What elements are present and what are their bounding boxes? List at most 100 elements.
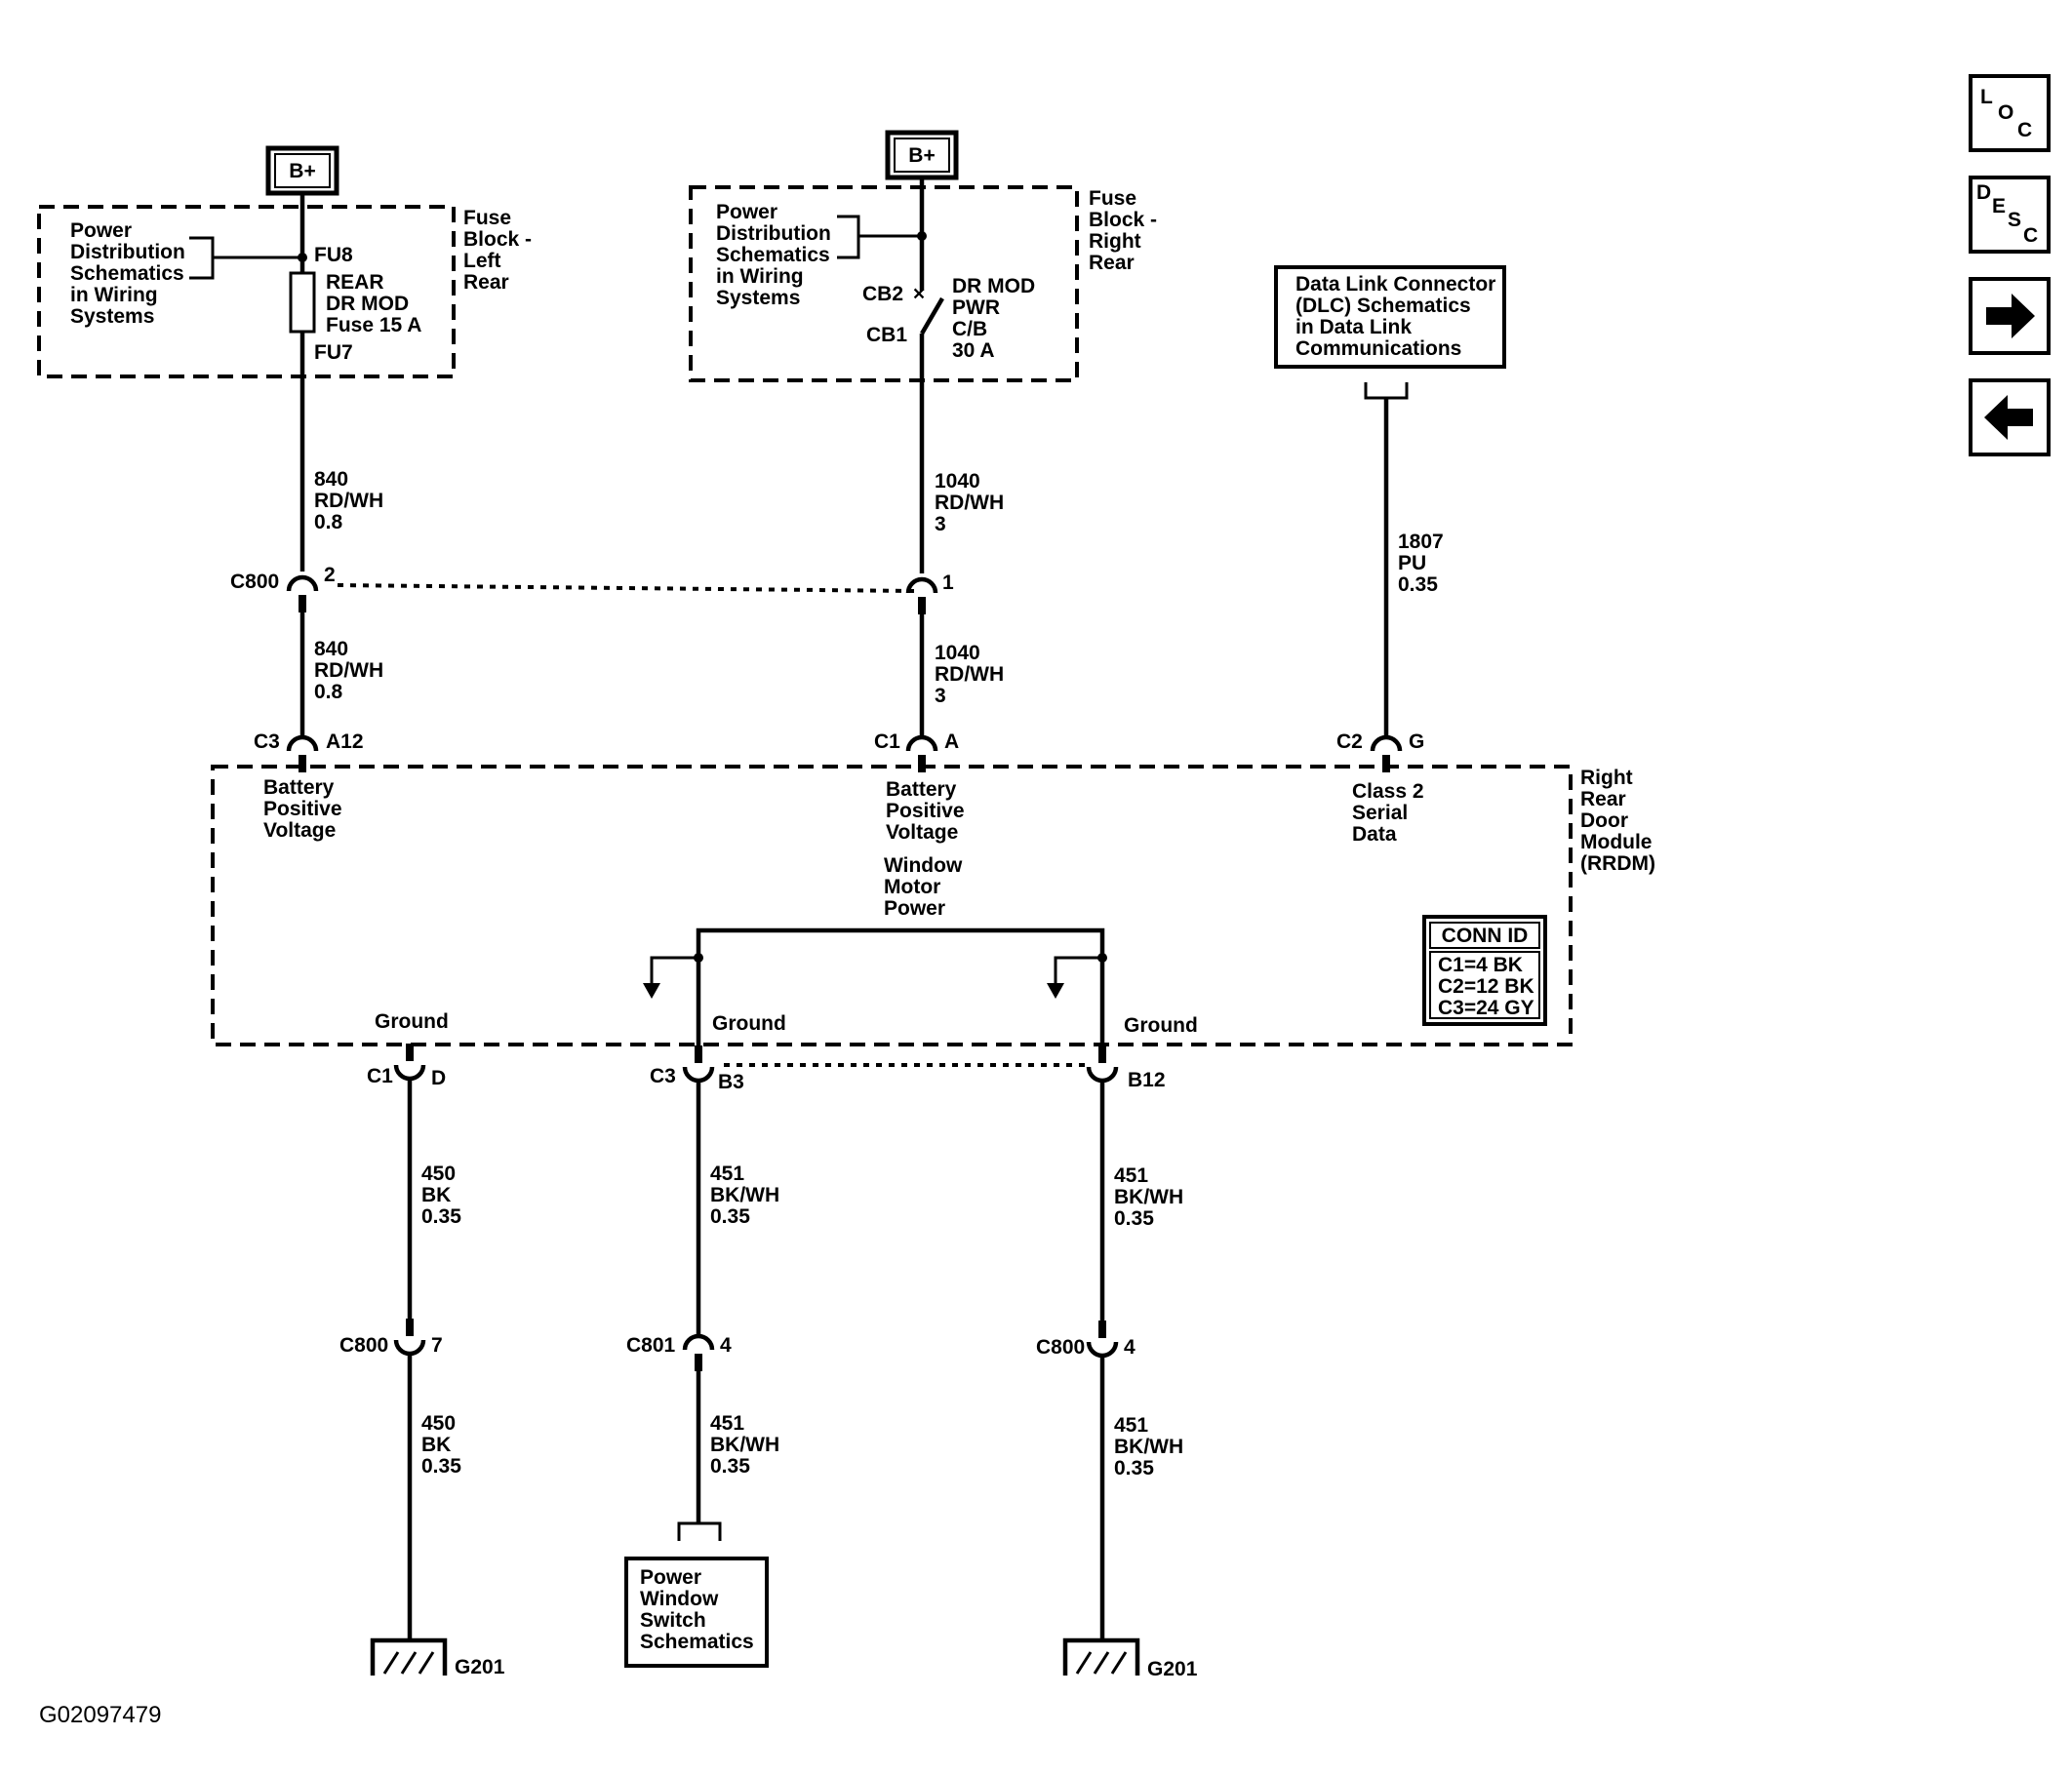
conn-id-table: CONN ID C1=4 BK C2=12 BK C3=24 GY	[1422, 915, 1547, 1026]
window-motor-power-label: Window Motor Power	[884, 854, 963, 920]
ground-left-symbol	[370, 1637, 448, 1676]
ground-right-inline-pin: 4	[1124, 1336, 1136, 1359]
desc-letter-1: D	[1976, 181, 1991, 204]
ground-right-label: Ground	[1124, 1014, 1198, 1037]
svg-text:Right: Right	[1089, 230, 1141, 253]
c3-a12-terminal	[299, 755, 306, 772]
center-inline-pin: 1	[942, 572, 954, 594]
left-module-conn: C3	[254, 730, 280, 753]
ground-left-inline-conn: C800	[339, 1334, 388, 1357]
ground-center-inline-pin: 4	[720, 1334, 732, 1357]
right-fuse-block-outline	[689, 185, 1079, 382]
left-fuse-name-2: DR MOD	[326, 293, 409, 315]
svg-text:BK/WH: BK/WH	[1114, 1436, 1183, 1458]
ground-center-wire-lower-label: 451 BK/WH 0.35	[710, 1412, 779, 1478]
c1-a-terminal	[918, 755, 926, 772]
loc-letter-3: C	[2017, 119, 2032, 141]
ground-left-module-pin: D	[431, 1067, 446, 1089]
left-fuse-top: FU8	[314, 244, 353, 266]
figure-id: G02097479	[39, 1702, 161, 1728]
c3-a12-connector	[286, 734, 319, 752]
svg-text:Switch: Switch	[640, 1609, 706, 1632]
dlc-wire-label: 1807 PU 0.35	[1398, 531, 1444, 596]
svg-text:Fuse: Fuse	[463, 207, 511, 229]
svg-text:Battery: Battery	[886, 778, 957, 801]
center-wire-lower-label: 1040 RD/WH 3	[935, 642, 1004, 707]
svg-text:840: 840	[314, 468, 348, 491]
ground-right-module-pin: B12	[1128, 1069, 1166, 1091]
svg-text:450: 450	[421, 1412, 456, 1435]
window-motor-tap-right	[1054, 956, 1102, 987]
svg-text:Left: Left	[463, 250, 501, 272]
svg-text:in Data Link: in Data Link	[1295, 316, 1412, 338]
svg-text:Schematics: Schematics	[70, 262, 184, 285]
window-motor-tap-left	[650, 956, 698, 987]
svg-text:Power: Power	[884, 897, 945, 920]
left-fuse-block-label: Fuse Block - Left Rear	[463, 207, 532, 294]
svg-text:BK/WH: BK/WH	[1114, 1186, 1183, 1208]
svg-text:Motor: Motor	[884, 876, 940, 898]
svg-text:Rear: Rear	[463, 271, 509, 294]
ground-left-inline-pin: 7	[431, 1334, 443, 1357]
c2-g-connector	[1370, 734, 1403, 752]
svg-text:PU: PU	[1398, 552, 1426, 574]
svg-text:Module: Module	[1580, 831, 1653, 853]
svg-text:Voltage: Voltage	[263, 819, 336, 842]
ground-right-wire-upper-label: 451 BK/WH 0.35	[1114, 1164, 1183, 1230]
c801-pin4-terminal	[695, 1354, 702, 1371]
center-module-conn: C1	[874, 730, 900, 753]
svg-text:Data Link Connector: Data Link Connector	[1295, 273, 1495, 296]
c3-b3-terminal	[695, 1045, 702, 1063]
center-cb-name-2: PWR	[952, 296, 1000, 319]
ground-center-wire-upper-label: 451 BK/WH 0.35	[710, 1163, 779, 1228]
center-battery-label: B+	[908, 144, 935, 167]
ground-left-label: Ground	[375, 1010, 449, 1033]
c1-a-connector	[905, 734, 938, 752]
right-fuse-block-label: Fuse Block - Right Rear	[1089, 187, 1157, 274]
c800-pin1-terminal	[918, 597, 926, 614]
c1-d-terminal	[406, 1044, 414, 1061]
svg-text:BK: BK	[421, 1184, 451, 1206]
svg-text:Rear: Rear	[1089, 252, 1135, 274]
conn-id-row: C2=12 BK	[1438, 975, 1534, 998]
center-module-pin: A	[944, 730, 959, 753]
svg-text:Distribution: Distribution	[70, 241, 185, 263]
c800-pin2-terminal	[299, 595, 306, 612]
svg-text:RD/WH: RD/WH	[935, 492, 1004, 514]
svg-text:Class 2: Class 2	[1352, 780, 1424, 803]
next-page-button[interactable]	[1969, 277, 2051, 355]
arrow-down-icon	[643, 983, 660, 999]
dlc-module-conn: C2	[1336, 730, 1363, 753]
ground-right-id: G201	[1147, 1658, 1198, 1680]
svg-text:0.35: 0.35	[1398, 573, 1438, 596]
left-inline-conn: C800	[230, 571, 279, 593]
svg-text:Systems: Systems	[70, 305, 154, 328]
loc-button[interactable]: L O C	[1969, 74, 2051, 152]
svg-text:RD/WH: RD/WH	[314, 490, 383, 512]
c800-pin7-connector	[393, 1339, 426, 1357]
c1-d-connector	[393, 1064, 426, 1082]
svg-text:(DLC) Schematics: (DLC) Schematics	[1295, 295, 1471, 317]
svg-text:Distribution: Distribution	[716, 222, 831, 245]
svg-text:0.35: 0.35	[710, 1455, 750, 1478]
c800-pin4-terminal	[1098, 1321, 1106, 1338]
center-cb-name-3: C/B	[952, 318, 987, 340]
desc-button[interactable]: D E S C	[1969, 176, 2051, 254]
power-window-switch-bracket	[677, 1521, 722, 1541]
dlc-module-input-label: Class 2 Serial Data	[1352, 780, 1424, 846]
left-fuse-name-1: REAR	[326, 271, 384, 294]
left-inline-pin: 2	[324, 564, 336, 586]
center-power-distribution-ref: Power Distribution Schematics in Wiring …	[716, 201, 831, 309]
svg-text:Power: Power	[70, 219, 132, 242]
previous-page-button[interactable]	[1969, 378, 2051, 456]
ground-center-label: Ground	[712, 1012, 786, 1035]
c800-pin1-connector	[905, 576, 938, 594]
svg-text:Power: Power	[716, 201, 777, 223]
center-ref-bracket	[837, 215, 922, 259]
c800-pin4-connector	[1086, 1341, 1119, 1359]
center-wire-upper-label: 1040 RD/WH 3	[935, 470, 1004, 535]
svg-text:0.8: 0.8	[314, 681, 343, 703]
svg-text:BK/WH: BK/WH	[710, 1434, 779, 1456]
circuit-breaker-contact: ×	[913, 283, 925, 305]
